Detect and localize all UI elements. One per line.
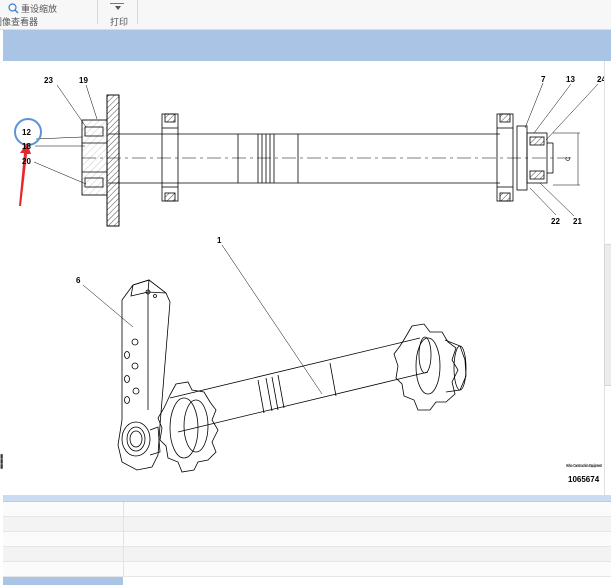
reset-zoom-label: 重设缩放	[21, 4, 58, 14]
callout-12: 12	[22, 128, 31, 137]
callout-18: 18	[22, 142, 31, 151]
manufacturer-label: Volvo Construction Equipment	[566, 463, 602, 468]
red-arrow-annotation	[19, 143, 31, 206]
print-label: 打印	[110, 17, 129, 27]
parts-drawing: 23 19 7 13 24 12 18 20 22 21 1 6 C Volvo…	[14, 75, 604, 484]
callout-19: 19	[79, 76, 88, 85]
callout-6: 6	[76, 276, 81, 285]
reset-zoom-button[interactable]: 重设缩放	[8, 2, 68, 14]
print-button[interactable]: 打印	[104, 0, 134, 28]
zoom-reset-icon	[8, 3, 19, 14]
table-row[interactable]	[3, 517, 611, 532]
dropdown-arrow-icon	[115, 6, 121, 10]
table-row[interactable]	[3, 562, 611, 577]
grid-header-row	[3, 495, 611, 502]
selected-row-indicator[interactable]	[3, 577, 123, 585]
highlight-circle	[14, 118, 42, 146]
callout-13: 13	[566, 75, 575, 84]
drawing-area[interactable]: 23 19 7 13 24 12 18 20 22 21 1 6 C Volvo…	[3, 61, 605, 495]
toolbar-divider	[97, 0, 98, 24]
toolbar: 重设缩放 图像查看器 打印	[0, 0, 611, 30]
drawing-number: 1065674	[568, 475, 600, 484]
viewer-label: 图像查看器	[0, 17, 39, 27]
callout-21: 21	[573, 217, 582, 226]
viewer-header-band	[3, 30, 611, 61]
callout-1: 1	[217, 236, 222, 245]
table-row[interactable]	[3, 547, 611, 562]
callout-20: 20	[22, 157, 31, 166]
left-edge-marker: ▮▮▮	[0, 454, 4, 470]
dimension-label: C	[566, 156, 572, 161]
callout-24: 24	[597, 75, 604, 84]
table-row[interactable]	[3, 532, 611, 547]
parts-grid	[3, 495, 611, 588]
toolbar-divider	[137, 0, 138, 24]
print-glyph	[110, 0, 124, 4]
vertical-scrollbar-thumb[interactable]	[604, 244, 611, 386]
callout-7: 7	[541, 75, 546, 84]
callout-22: 22	[551, 217, 560, 226]
table-row[interactable]	[3, 502, 611, 517]
callout-23: 23	[44, 76, 53, 85]
